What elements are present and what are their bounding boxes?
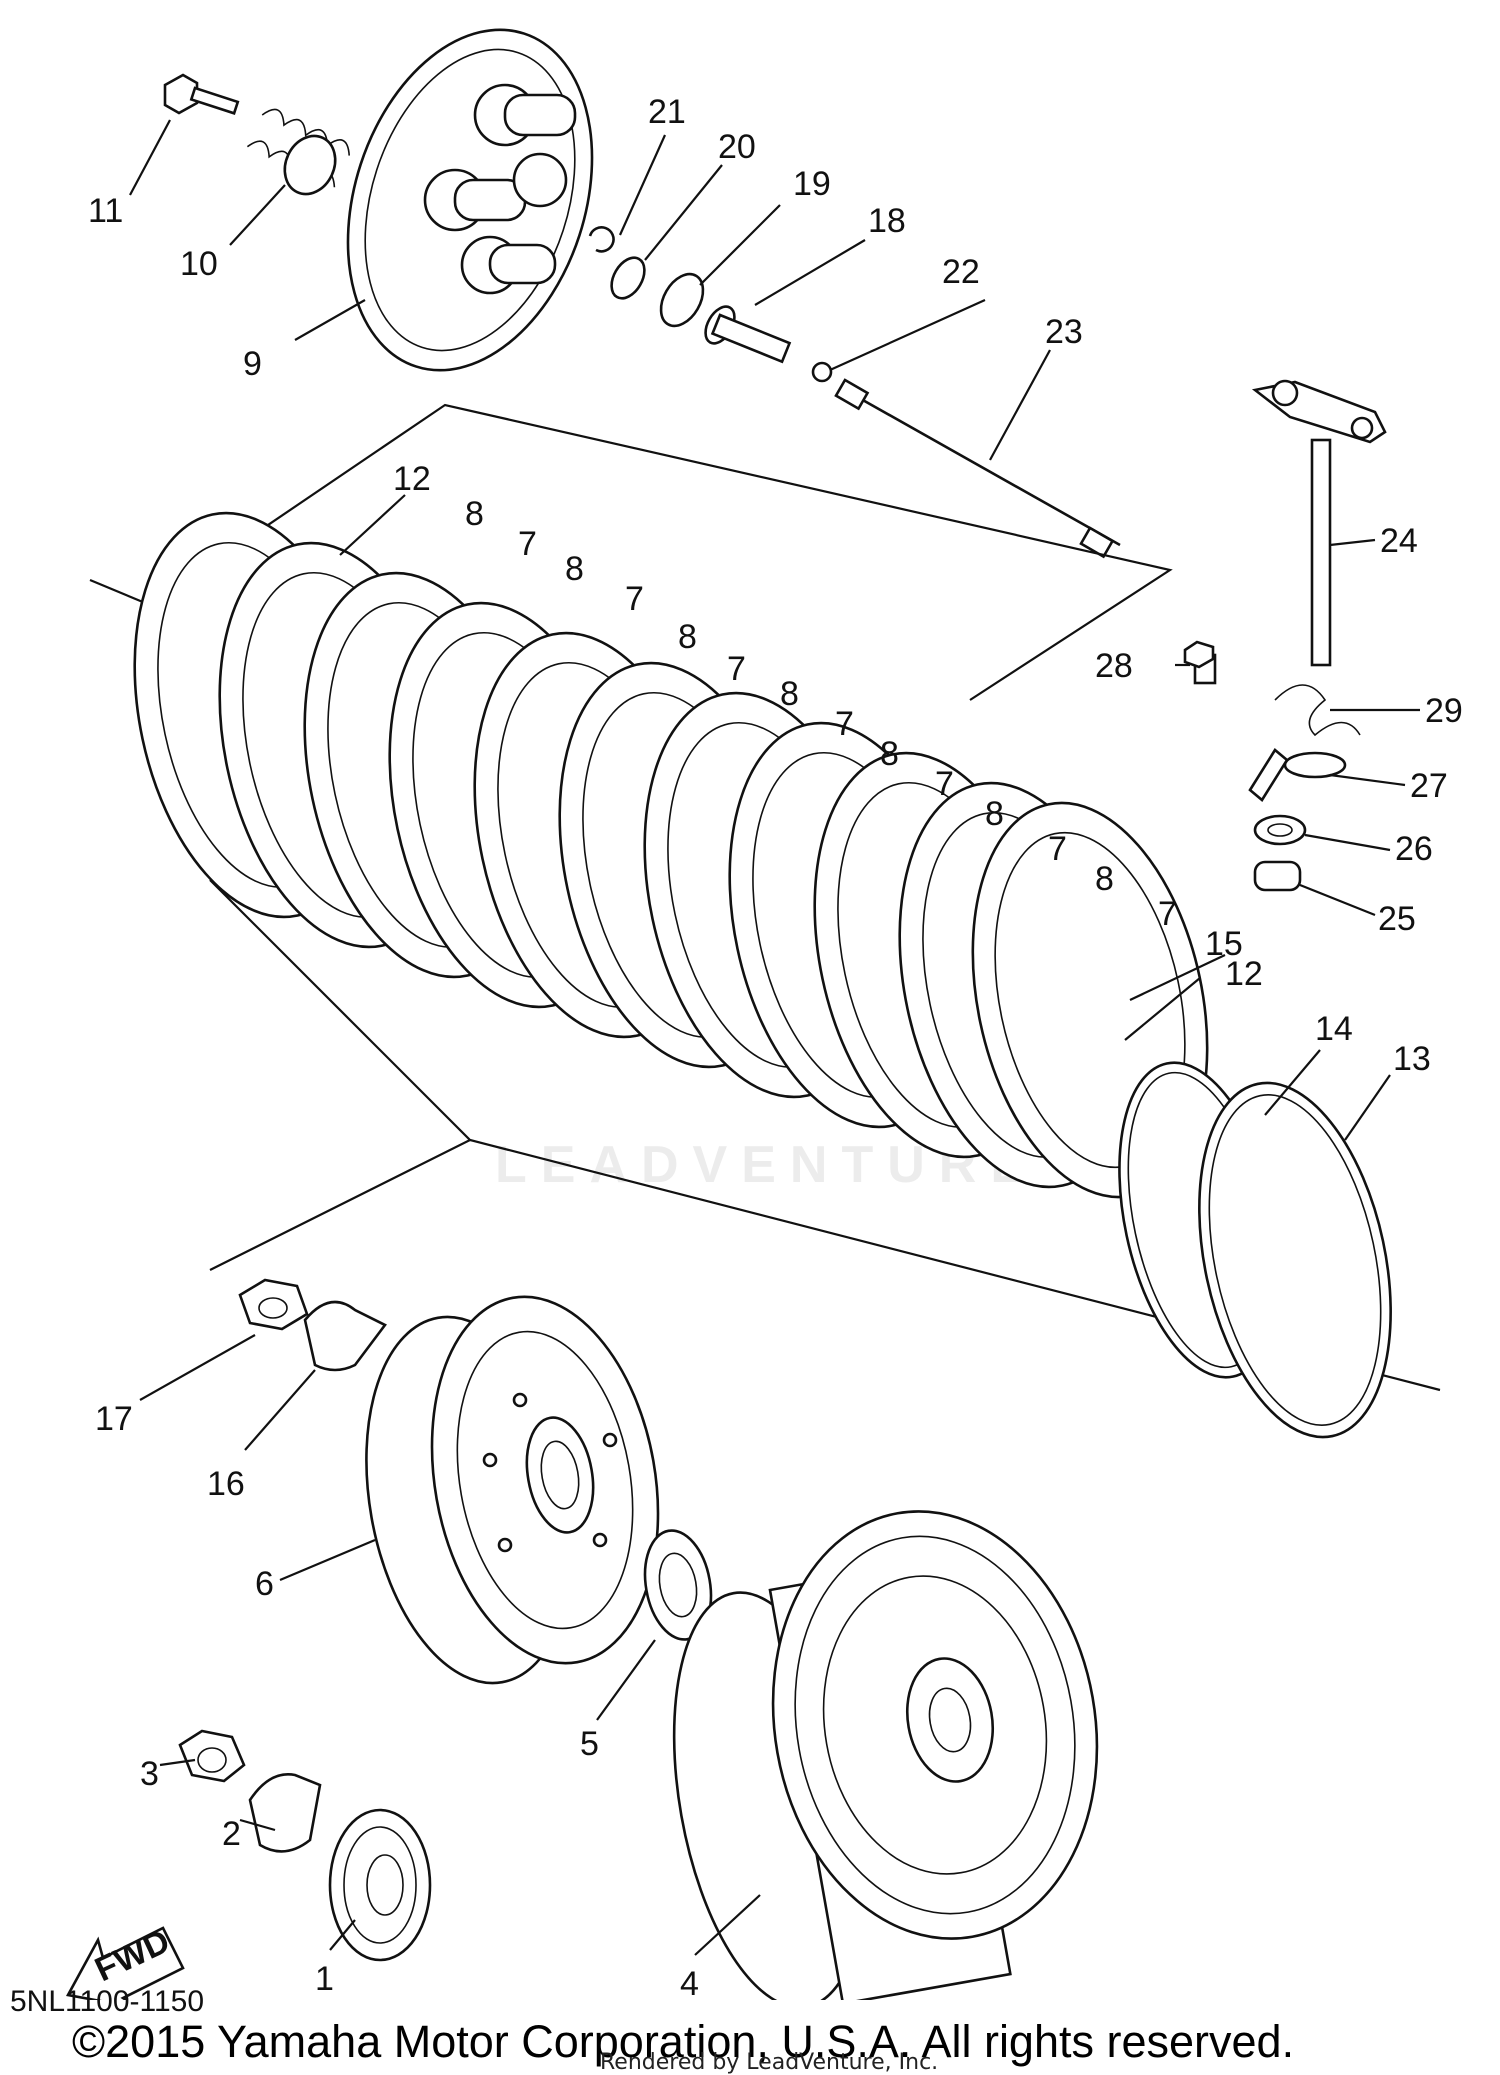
callout-25: 25 [1378, 900, 1416, 938]
callout-6: 6 [255, 1565, 274, 1603]
callout-7: 7 [518, 525, 537, 563]
callout-1: 1 [315, 1960, 334, 1998]
push-lever-shaft [1183, 379, 1387, 892]
callout-15: 15 [1205, 925, 1243, 963]
callout-10: 10 [180, 245, 218, 283]
callouts: 1 2 3 4 5 6 7 7 7 7 7 7 7 8 8 8 8 8 8 8 … [88, 93, 1463, 2000]
callout-7: 7 [1048, 830, 1067, 868]
callout-8: 8 [465, 495, 484, 533]
callout-18: 18 [868, 202, 906, 240]
callout-12: 12 [1225, 955, 1263, 993]
callout-24: 24 [1380, 522, 1418, 560]
callout-2: 2 [222, 1815, 241, 1853]
callout-12: 12 [393, 460, 431, 498]
callout-8: 8 [678, 618, 697, 656]
bolt-11-shape [163, 73, 240, 115]
callout-7: 7 [727, 650, 746, 688]
callout-26: 26 [1395, 830, 1433, 868]
callout-19: 19 [793, 165, 831, 203]
pressure-plate [346, 28, 594, 372]
callout-8: 8 [1095, 860, 1114, 898]
plate-stack [133, 511, 1209, 1199]
callout-8: 8 [880, 735, 899, 773]
callout-23: 23 [1045, 313, 1083, 351]
callout-7: 7 [835, 705, 854, 743]
rendered-by-credit: Rendered by LeadVenture, Inc. [600, 2050, 939, 2075]
copyright-notice: ©2015 Yamaha Motor Corporation, U.S.A. A… [72, 2016, 1295, 2067]
callout-21: 21 [648, 93, 686, 131]
rings [1118, 1061, 1392, 1439]
callout-8: 8 [780, 675, 799, 713]
callout-7: 7 [625, 580, 644, 618]
pushrod-small-parts [588, 226, 833, 383]
callout-7: 7 [1158, 895, 1177, 933]
clutch-boss [365, 1295, 660, 1685]
callout-14: 14 [1315, 1010, 1353, 1048]
callout-16: 16 [207, 1465, 245, 1503]
catalog-code: 5NL1100-1150 [10, 1985, 205, 2018]
callout-17: 17 [95, 1400, 133, 1438]
callout-3: 3 [140, 1755, 159, 1793]
callout-13: 13 [1393, 1040, 1431, 1078]
clutch-exploded-diagram: FWD 1 2 3 4 5 6 [66, 28, 1463, 2000]
plate-group-outline [89, 403, 1441, 1392]
pushrod-23 [834, 378, 1121, 559]
callout-8: 8 [985, 795, 1004, 833]
callout-29: 29 [1425, 692, 1463, 730]
callout-28: 28 [1095, 647, 1133, 685]
leader-lines [129, 119, 1420, 1956]
spring-10-shape [246, 108, 351, 196]
callout-20: 20 [718, 128, 756, 166]
callout-9: 9 [243, 345, 262, 383]
callout-11: 11 [88, 192, 123, 230]
washer-5 [643, 1529, 713, 1641]
callout-8: 8 [565, 550, 584, 588]
callout-4: 4 [680, 1965, 699, 2000]
callout-7: 7 [935, 765, 954, 803]
callout-5: 5 [580, 1725, 599, 1763]
callout-27: 27 [1410, 767, 1448, 805]
nut-and-washer [238, 1278, 387, 1372]
clutch-housing [672, 1510, 1099, 2000]
small-gear-group [178, 1729, 432, 1962]
callout-22: 22 [942, 253, 980, 291]
